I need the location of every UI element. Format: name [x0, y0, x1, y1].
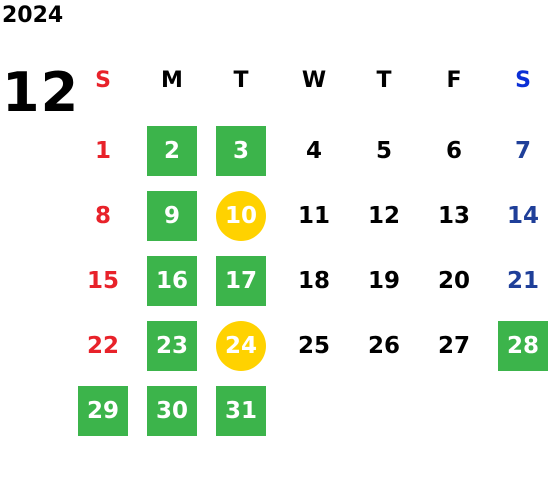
weekday-tue: T	[233, 68, 249, 93]
day-cell-28[interactable]: 28	[498, 321, 548, 371]
day-cell-2[interactable]: 2	[147, 126, 197, 176]
day-cell-30[interactable]: 30	[147, 386, 197, 436]
year-label: 2024	[2, 3, 64, 28]
day-cell-11[interactable]: 11	[297, 203, 330, 229]
day-cell-5[interactable]: 5	[375, 138, 392, 164]
day-cell-15[interactable]: 15	[86, 268, 119, 294]
day-cell-22[interactable]: 22	[86, 333, 119, 359]
day-cell-21[interactable]: 21	[506, 268, 539, 294]
day-cell-17[interactable]: 17	[216, 256, 266, 306]
weekday-wed: W	[301, 68, 327, 93]
day-cell-4[interactable]: 4	[305, 138, 322, 164]
month-label: 12	[2, 61, 80, 124]
day-cell-14[interactable]: 14	[506, 203, 539, 229]
day-cell-8[interactable]: 8	[94, 203, 111, 229]
weekday-fri: F	[446, 68, 462, 93]
day-cell-12[interactable]: 12	[367, 203, 400, 229]
day-cell-26[interactable]: 26	[367, 333, 400, 359]
day-cell-29[interactable]: 29	[78, 386, 128, 436]
day-cell-6[interactable]: 6	[445, 138, 462, 164]
day-cell-23[interactable]: 23	[147, 321, 197, 371]
weekday-sat: S	[515, 68, 531, 93]
day-cell-13[interactable]: 13	[437, 203, 470, 229]
day-cell-16[interactable]: 16	[147, 256, 197, 306]
day-cell-3[interactable]: 3	[216, 126, 266, 176]
day-cell-24[interactable]: 24	[216, 321, 266, 371]
weekday-thu: T	[376, 68, 392, 93]
day-cell-19[interactable]: 19	[367, 268, 400, 294]
weekday-mon: M	[161, 68, 183, 93]
day-cell-7[interactable]: 7	[514, 138, 531, 164]
day-cell-25[interactable]: 25	[297, 333, 330, 359]
day-cell-1[interactable]: 1	[94, 138, 111, 164]
day-cell-10[interactable]: 10	[216, 191, 266, 241]
day-cell-27[interactable]: 27	[437, 333, 470, 359]
weekday-sun: S	[95, 68, 111, 93]
day-cell-20[interactable]: 20	[437, 268, 470, 294]
day-cell-31[interactable]: 31	[216, 386, 266, 436]
day-cell-18[interactable]: 18	[297, 268, 330, 294]
day-cell-9[interactable]: 9	[147, 191, 197, 241]
